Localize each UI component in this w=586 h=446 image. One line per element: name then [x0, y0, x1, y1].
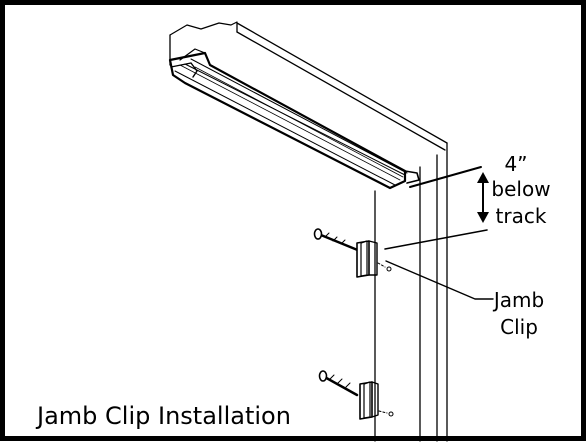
lower-screw — [318, 370, 359, 397]
distance-value-label: 4” — [504, 152, 528, 176]
door-frame — [169, 22, 448, 442]
installation-drawing — [168, 21, 494, 442]
distance-line2-label: track — [495, 204, 547, 228]
upper-screw — [313, 228, 362, 253]
clip-leader-line — [385, 260, 494, 300]
dimension-marker — [384, 166, 489, 250]
distance-line1-label: below — [491, 177, 551, 201]
lower-jamb-clip — [359, 381, 394, 420]
header-break-line — [169, 21, 238, 36]
diagram-caption: Jamb Clip Installation — [33, 402, 295, 430]
part-line2-label: Clip — [500, 315, 538, 339]
upper-jamb-clip — [356, 240, 392, 278]
track-rail — [168, 48, 420, 190]
part-line1-label: Jamb — [493, 288, 545, 312]
